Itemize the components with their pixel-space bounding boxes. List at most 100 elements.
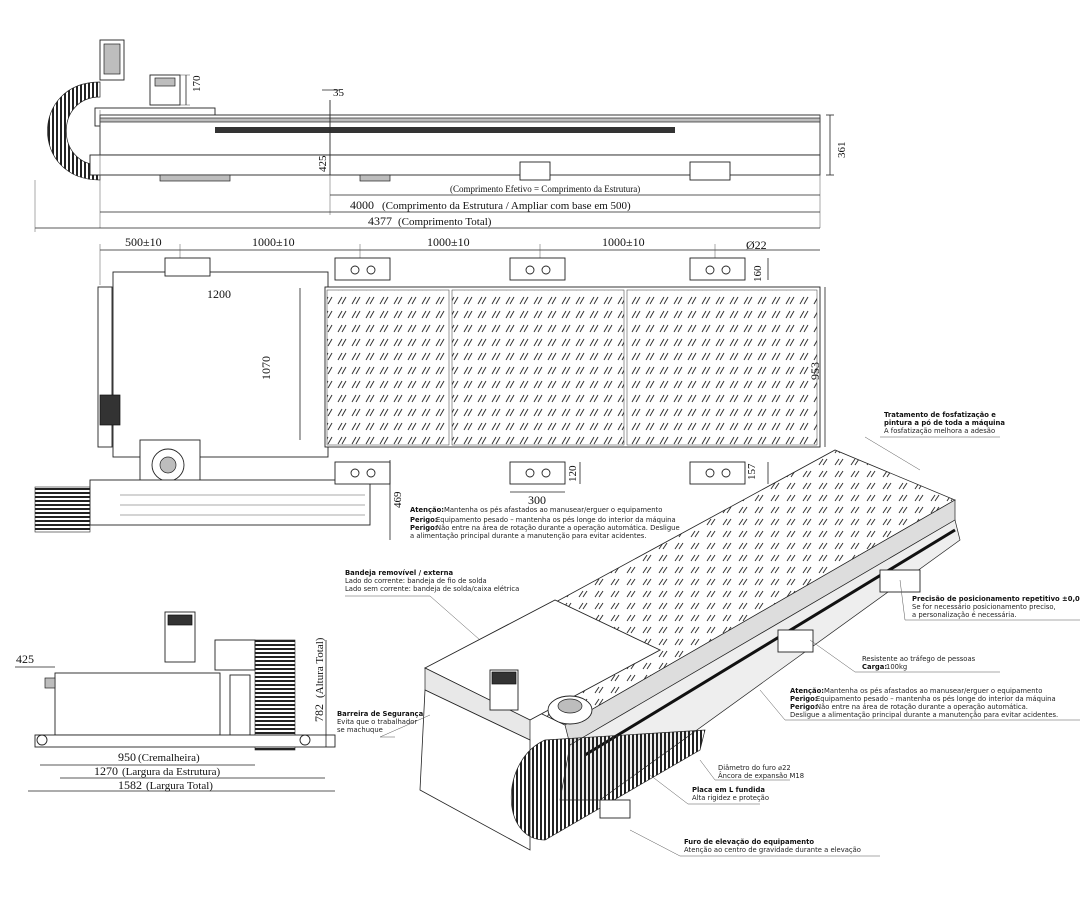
svg-text:Resistente ao tráfego de pesso: Resistente ao tráfego de pessoas: [862, 655, 976, 663]
carriage-plate-top: [112, 271, 329, 458]
svg-text:Equipamento pesado – mantenha: Equipamento pesado – mantenha os pés lon…: [816, 695, 1056, 703]
dim-1270-text: (Largura da Estrutura): [122, 766, 220, 778]
dim-4000: 4000: [350, 198, 374, 212]
svg-text:Não entre na área de rotação d: Não entre na área de rotação durante a o…: [816, 703, 1028, 711]
dim-425-side: 425: [317, 155, 329, 172]
dim-4377-text: (Comprimento Total): [398, 216, 492, 228]
svg-text:Atenção:: Atenção:: [410, 506, 444, 514]
callout-lift: Furo de elevação do equipamento Atenção …: [684, 838, 861, 854]
dim-1582: 1582: [118, 778, 142, 792]
dim-4000-text: (Comprimento da Estrutura / Ampliar com …: [382, 200, 631, 212]
callout-hole: Diâmetro do furo ⌀22 Âncora de expansão …: [718, 764, 804, 780]
dim-120: 120: [567, 465, 579, 482]
svg-text:Bandeja removível / externa: Bandeja removível / externa: [345, 569, 453, 577]
svg-text:Evita que o trabalhador: Evita que o trabalhador: [337, 718, 417, 726]
dim-950: 950: [118, 750, 136, 764]
dim-1070: 1070: [259, 356, 273, 380]
svg-text:Carga:: Carga:: [862, 663, 887, 671]
foot-top-1: [334, 257, 391, 281]
gearbox-end: [214, 639, 256, 671]
foot-top-3: [689, 257, 746, 281]
svg-text:Atenção:: Atenção:: [790, 687, 824, 695]
callout-barrier: Barreira de Segurança Evita que o trabal…: [337, 710, 424, 734]
svg-text:Perigo:: Perigo:: [790, 703, 818, 711]
rack-side: [215, 127, 675, 133]
end-view: [15, 611, 336, 792]
svg-text:Diâmetro do furo ⌀22: Diâmetro do furo ⌀22: [718, 764, 791, 772]
svg-text:Equipamento pesado – mantenha: Equipamento pesado – mantenha os pés lon…: [436, 516, 676, 524]
svg-text:Mantenha os pés afastados ao m: Mantenha os pés afastados ao manusear/er…: [444, 506, 662, 514]
dim-1000-b: 1000±10: [427, 235, 470, 249]
callout-precision: Precisão de posicionamento repetitivo ±0…: [912, 595, 1080, 619]
dim-782: 782: [312, 704, 326, 722]
dim-1000-c: 1000±10: [602, 235, 645, 249]
leader-lines: [345, 436, 1080, 857]
dim-500: 500±10: [125, 235, 162, 249]
svg-text:Lado do corrente: bandeja de f: Lado do corrente: bandeja de fio de sold…: [345, 577, 487, 585]
svg-text:Perigo:: Perigo:: [790, 695, 818, 703]
base-end: [34, 734, 336, 748]
dim-170: 170: [191, 75, 203, 92]
dim-35: 35: [333, 87, 345, 99]
svg-text:Desligue a alimentação princip: Desligue a alimentação principal durante…: [790, 711, 1058, 719]
svg-text:se machuque: se machuque: [337, 726, 383, 734]
isometric-view: [419, 449, 961, 851]
svg-text:Alta rigidez e proteção: Alta rigidez e proteção: [692, 794, 769, 802]
svg-text:Barreira de Segurança: Barreira de Segurança: [337, 710, 424, 718]
svg-text:100kg: 100kg: [886, 663, 907, 671]
iso-foot-2: [777, 629, 814, 653]
foot-top-2: [509, 257, 566, 281]
svg-text:a alimentação principal durant: a alimentação principal durante a manute…: [410, 532, 647, 540]
svg-text:a personalização é necessária.: a personalização é necessária.: [912, 611, 1017, 619]
frame-end: [54, 672, 221, 736]
cable-chain-end: [254, 639, 296, 751]
svg-text:Mantenha os pés afastados ao m: Mantenha os pés afastados ao manusear/er…: [824, 687, 1042, 695]
svg-text:Placa em L fundida: Placa em L fundida: [692, 786, 765, 794]
dim-157: 157: [746, 463, 758, 480]
walkway-panel-2: [451, 289, 625, 446]
warning-block-top: Atenção: Mantenha os pés afastados ao ma…: [410, 506, 680, 540]
svg-text:Precisão de posicionamento rep: Precisão de posicionamento repetitivo ±0…: [912, 595, 1080, 603]
dim-953: 953: [808, 362, 822, 380]
dim-425-end: 425: [16, 652, 34, 666]
svg-text:Perigo:: Perigo:: [410, 516, 438, 524]
svg-text:Perigo:: Perigo:: [410, 524, 438, 532]
svg-text:Se for necessário posicionamen: Se for necessário posicionamento preciso…: [912, 603, 1056, 611]
callout-traffic: Resistente ao tráfego de pessoas Carga: …: [862, 655, 976, 671]
svg-text:A fosfatização melhora a adesã: A fosfatização melhora a adesão: [884, 427, 995, 435]
callout-plate: Placa em L fundida Alta rigidez e proteç…: [692, 786, 769, 802]
dim-hole-22: Ø22: [746, 238, 767, 252]
dim-300: 300: [528, 493, 546, 507]
dim-469: 469: [392, 491, 404, 508]
svg-text:Atenção ao centro de gravidade: Atenção ao centro de gravidade durante a…: [684, 846, 861, 854]
callout-warnings-iso: Atenção: Mantenha os pés afastados ao ma…: [790, 687, 1058, 719]
dim-4377: 4377: [368, 214, 392, 228]
effective-length-label: (Comprimento Efetivo = Comprimento da Es…: [450, 184, 640, 194]
svg-text:Tratamento de fosfatização e: Tratamento de fosfatização e: [884, 411, 996, 419]
dim-950-text: (Cremalheira): [138, 752, 200, 764]
cable-chain-top: [34, 486, 91, 533]
iso-cable-chain: [510, 729, 706, 841]
dim-361: 361: [836, 142, 848, 159]
foot-bottom-2: [509, 461, 566, 485]
svg-text:pintura a pó de toda a máquina: pintura a pó de toda a máquina: [884, 419, 1005, 427]
svg-text:Lado sem corrente: bandeja de: Lado sem corrente: bandeja de solda/caix…: [345, 585, 519, 593]
dim-1270: 1270: [94, 764, 118, 778]
svg-text:Furo de elevação do equipament: Furo de elevação do equipamento: [684, 838, 814, 846]
svg-text:Âncora de expansão M18: Âncora de expansão M18: [718, 771, 804, 780]
iso-safety-barrier: [419, 689, 531, 851]
dim-782-text: (Altura Total): [314, 637, 326, 698]
dim-1200: 1200: [207, 287, 231, 301]
dim-1000-a: 1000±10: [252, 235, 295, 249]
svg-text:Não entre na área de rotação d: Não entre na área de rotação durante a o…: [436, 524, 680, 532]
side-view: [34, 39, 834, 232]
dim-1582-text: (Largura Total): [146, 780, 213, 792]
callout-coating: Tratamento de fosfatização e pintura a p…: [884, 411, 1005, 435]
callout-tray: Bandeja removível / externa Lado do corr…: [345, 569, 519, 593]
foot-bottom-3: [689, 461, 746, 485]
foot-bottom-1: [334, 461, 391, 485]
walkway-panel-3: [626, 289, 818, 446]
dim-160: 160: [752, 265, 764, 282]
walkway-panel-1: [326, 289, 450, 446]
